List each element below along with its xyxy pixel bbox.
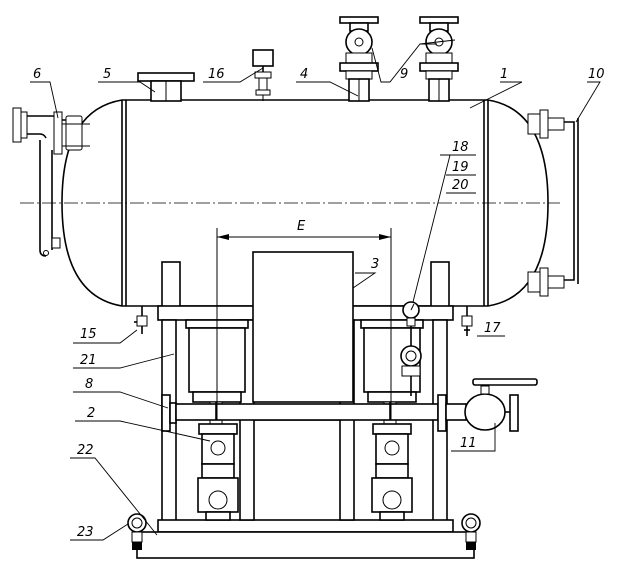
callout-3: 3 (371, 257, 379, 272)
callout-17: 17 (484, 321, 501, 336)
callout-22: 22 (77, 443, 94, 458)
nozzle-5 (137, 72, 195, 102)
drain-valve-right (461, 306, 473, 336)
control-cabinet (252, 251, 354, 403)
callout-11: 11 (460, 436, 477, 451)
check-valve-left (339, 16, 379, 102)
callout-6: 6 (33, 67, 41, 82)
callout-15: 15 (80, 327, 97, 342)
leader-lines (30, 39, 601, 541)
drain-valve-left (134, 306, 148, 334)
callout-10: 10 (588, 67, 605, 82)
lifting-lug-right (461, 513, 481, 550)
callout-4: 4 (300, 67, 308, 82)
pump-left (197, 401, 239, 521)
callouts: 1 2 3 4 5 6 8 9 10 11 15 16 17 18 19 20 … (33, 67, 605, 540)
callout-5: 5 (103, 67, 111, 82)
pressure-tank (20, 99, 560, 307)
pressure-gauge-assembly (400, 301, 422, 396)
callout-16: 16 (208, 67, 225, 82)
callout-23: 23 (77, 525, 94, 540)
pressure-sensor (252, 49, 274, 101)
callout-2: 2 (87, 406, 95, 421)
level-gauge (527, 109, 579, 297)
lifting-lug-left (127, 513, 147, 550)
check-valve-right (419, 16, 459, 102)
callout-1: 1 (500, 67, 508, 82)
gate-valve (464, 378, 538, 431)
callout-19: 19 (452, 160, 469, 175)
callout-9: 9 (400, 67, 408, 82)
dimension-e-label: E (297, 219, 306, 234)
callout-18: 18 (452, 140, 469, 155)
discharge-header (161, 394, 519, 432)
dimension-e: E (216, 219, 392, 420)
callout-21: 21 (80, 353, 97, 368)
callout-8: 8 (85, 377, 93, 392)
base-frame (136, 531, 475, 559)
inlet-pipe-assembly (12, 107, 90, 257)
callout-20: 20 (452, 178, 469, 193)
